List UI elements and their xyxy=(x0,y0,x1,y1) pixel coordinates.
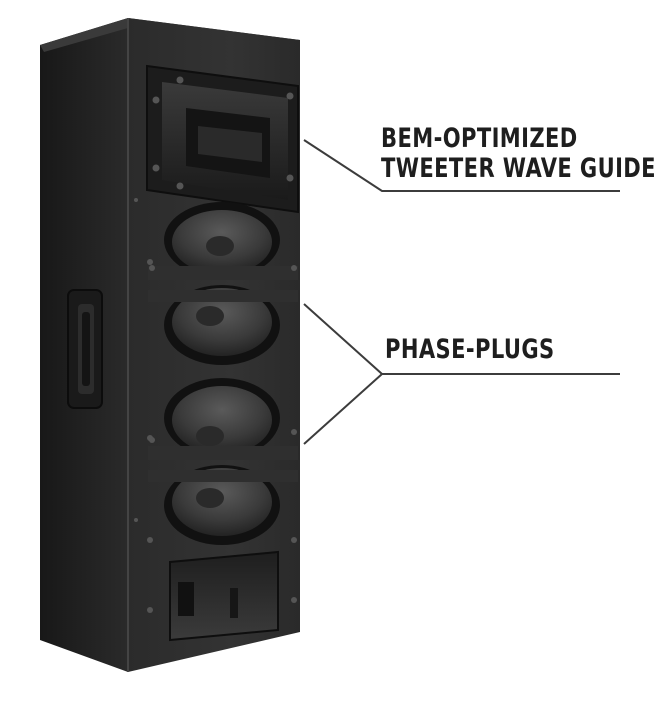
tweeter-callout-line1: BEM-OPTIMIZED xyxy=(381,123,578,154)
bass-port-icon xyxy=(169,550,279,642)
tweeter-horn-icon xyxy=(146,64,299,214)
cabinet-top xyxy=(40,18,300,52)
side-handle-icon xyxy=(67,289,103,409)
phase-plug-callout-text: PHASE-PLUGS xyxy=(385,334,555,365)
callout-lines xyxy=(303,139,620,445)
woofer-cone-icon-3 xyxy=(148,378,298,460)
woofer-cone-icon-4 xyxy=(148,465,298,545)
tweeter-callout-line2: TWEETER WAVE GUIDE xyxy=(381,153,656,185)
tweeter-callout-label: BEM-OPTIMIZED TWEETER WAVE GUIDE xyxy=(381,123,656,185)
woofer-cone-icon-2 xyxy=(148,285,298,365)
phase-plug-callout-label: PHASE-PLUGS xyxy=(385,334,555,365)
phase-plug-callout-line-lower xyxy=(303,373,383,445)
tweeter-callout-line xyxy=(303,139,620,192)
front-screws-icon xyxy=(134,198,297,613)
woofer-cone-icon-1 xyxy=(148,202,298,280)
